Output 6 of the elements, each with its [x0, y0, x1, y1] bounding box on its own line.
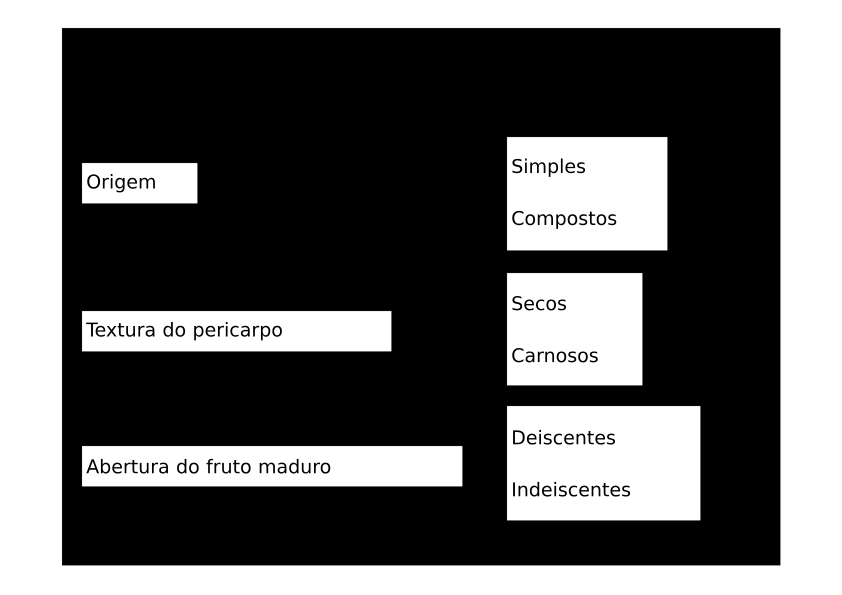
label-box: Origem: [82, 163, 198, 204]
category-box: Deiscentes Indeiscentes: [507, 406, 700, 520]
label-box: Abertura do fruto maduro: [82, 446, 462, 486]
category-box: Simples Compostos: [507, 137, 668, 250]
category-box: Secos Carnosos: [507, 273, 642, 386]
label-box: Textura do pericarpo: [82, 311, 392, 352]
